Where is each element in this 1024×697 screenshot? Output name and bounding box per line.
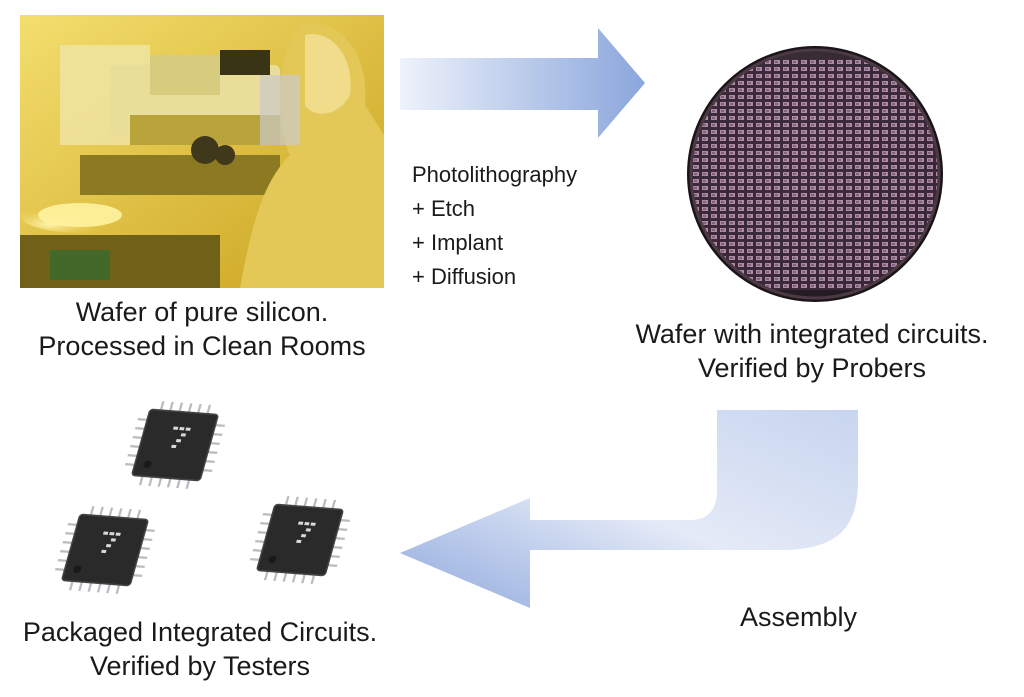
caption-line: Wafer of pure silicon. <box>75 297 329 327</box>
process-step: Photolithography <box>412 162 578 187</box>
packaged-chips-image <box>25 375 385 610</box>
packaged-chips-illustration <box>48 398 357 597</box>
silicon-wafer-caption: Wafer of pure silicon. Processed in Clea… <box>20 295 384 363</box>
right-arrow <box>400 28 645 138</box>
cleanroom-illustration <box>20 15 384 288</box>
process-step: + Implant <box>412 230 504 255</box>
packaged-ic-caption: Packaged Integrated Circuits. Verified b… <box>0 615 400 683</box>
chip-top <box>118 398 232 492</box>
ic-wafer-image <box>665 45 965 303</box>
cleanroom-photo <box>20 15 384 288</box>
ic-wafer-illustration <box>687 46 943 302</box>
caption-line: Packaged Integrated Circuits. <box>22 617 378 647</box>
ic-wafer-caption: Wafer with integrated circuits. Verified… <box>600 317 1024 385</box>
chip-bottom-right <box>243 493 357 587</box>
process-step: + Etch <box>412 196 475 221</box>
caption-line: Wafer with integrated circuits. <box>635 319 989 349</box>
chip-bottom-left <box>48 503 162 597</box>
process-step: + Diffusion <box>412 264 517 289</box>
process-steps-list: Photolithography + Etch + Implant + Diff… <box>412 158 577 294</box>
caption-line: Verified by Testers <box>89 651 311 681</box>
curved-return-arrow <box>400 410 858 608</box>
caption-line: Processed in Clean Rooms <box>38 331 366 361</box>
caption-line: Verified by Probers <box>697 353 927 383</box>
assembly-label: Assembly <box>740 602 858 632</box>
